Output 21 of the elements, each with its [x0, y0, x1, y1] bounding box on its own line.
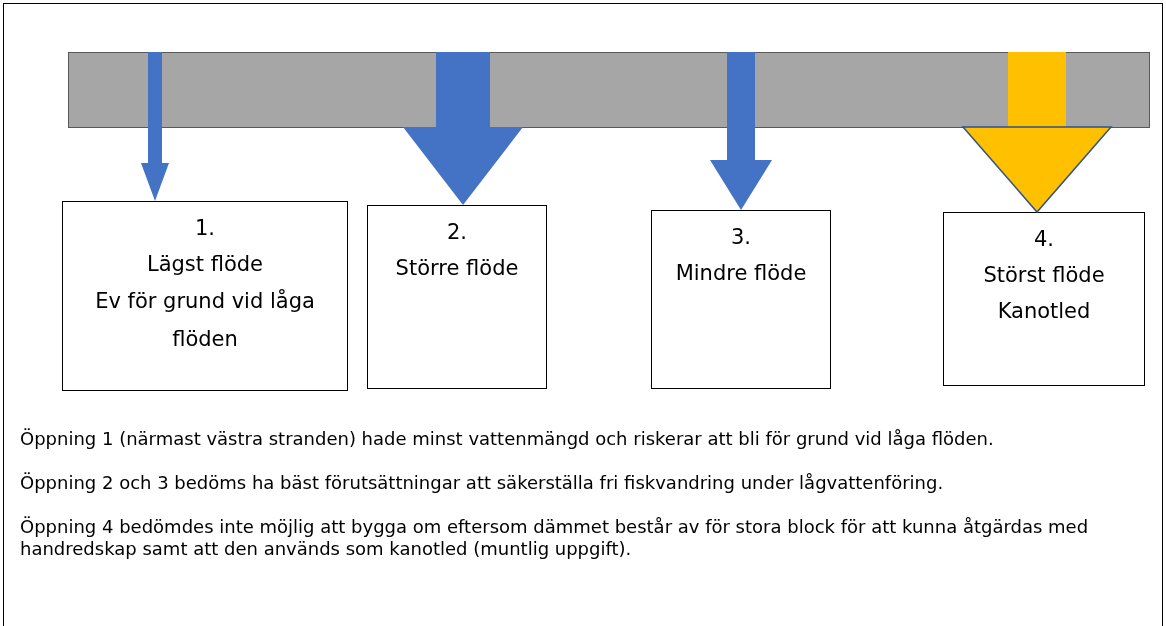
text-box	[367, 205, 547, 389]
box-number: 1.	[193, 215, 216, 242]
text-box	[943, 212, 1145, 386]
note-text: Öppning 1 (närmast västra stranden) hade minst vattenmängd och riskerar att bli för grund vid låga flöden.	[20, 428, 995, 450]
flow-arrow	[403, 52, 523, 205]
box-number: 2.	[445, 219, 468, 246]
flow-arrow	[141, 52, 169, 201]
box-number: 4.	[1032, 226, 1055, 253]
box-text: Större flöde	[394, 255, 520, 282]
text-box	[62, 201, 348, 391]
flow-arrow	[962, 52, 1112, 213]
text-box	[651, 210, 831, 389]
box-text: Mindre flöde	[674, 260, 808, 287]
note-text: Öppning 2 och 3 bedöms ha bäst förutsättningar att säkerställa fri fiskvandring under lågvattenföring.	[20, 472, 945, 494]
box-number: 3.	[729, 224, 752, 251]
box-text: Kanotled	[996, 298, 1092, 325]
box-text: Störst flöde	[982, 262, 1106, 289]
flow-arrow	[710, 52, 772, 210]
note-text: Öppning 4 bedömdes inte möjlig att bygga om eftersom dämmet består av för stora block för att kunna åtgärdas med handredskap samt att den används som kanotled (muntlig uppgift).	[20, 516, 1090, 560]
box-text: Lägst flöde	[145, 251, 265, 278]
box-text: Ev för grund vid låga flöden	[94, 288, 316, 353]
